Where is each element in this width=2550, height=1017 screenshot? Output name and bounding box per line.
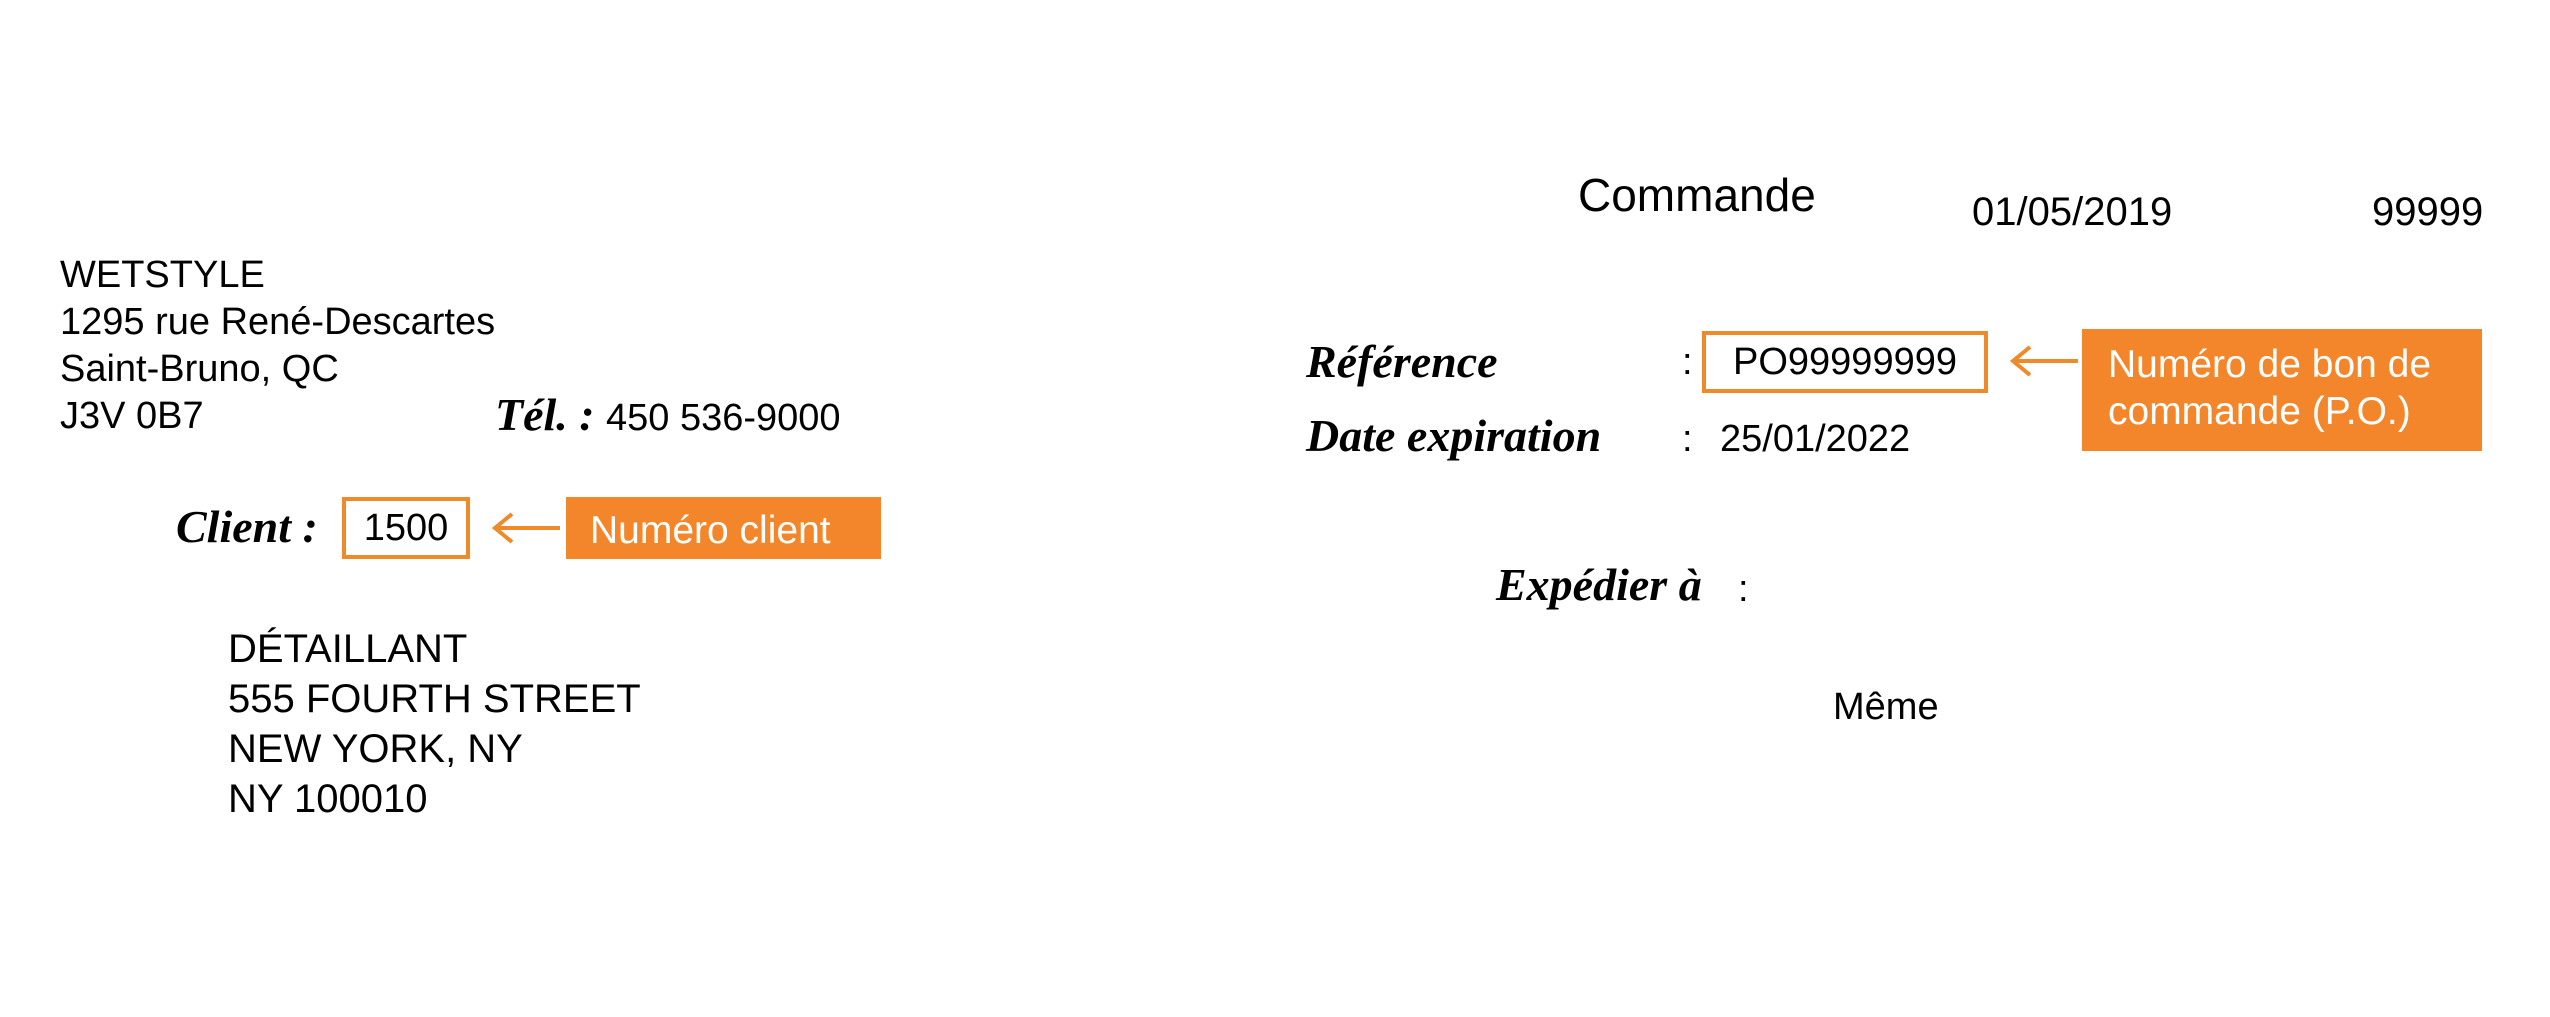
client-number-box: 1500: [342, 497, 470, 559]
expiration-value: 25/01/2022: [1720, 418, 1911, 460]
client-callout: Numéro client: [566, 497, 881, 559]
company-name: WETSTYLE: [60, 254, 265, 296]
retailer-street: 555 FOURTH STREET: [228, 677, 641, 721]
ship-to-colon: :: [1738, 568, 1749, 610]
client-number: 1500: [363, 506, 449, 549]
ship-to-value: Même: [1833, 686, 1939, 728]
order-date: 01/05/2019: [1972, 190, 2173, 234]
expiration-label: Date expiration: [1306, 410, 1602, 461]
retailer-postal: NY 100010: [228, 777, 428, 821]
reference-callout: Numéro de bon de commande (P.O.): [2082, 329, 2482, 451]
retailer-city: NEW YORK, NY: [228, 727, 523, 771]
retailer-address: DÉTAILLANT 555 FOURTH STREET NEW YORK, N…: [228, 624, 641, 824]
reference-colon: :: [1682, 341, 1693, 383]
client-callout-text: Numéro client: [590, 509, 831, 552]
document-title: Commande: [1578, 169, 1816, 221]
reference-box: PO99999999: [1702, 331, 1988, 393]
reference-label: Référence: [1306, 336, 1498, 387]
phone-label: Tél. :: [495, 389, 595, 440]
company-city: Saint-Bruno, QC: [60, 348, 339, 390]
reference-callout-line1: Numéro de bon de: [2108, 343, 2432, 386]
order-number: 99999: [2372, 190, 2484, 234]
phone-number: 450 536-9000: [606, 397, 841, 439]
reference-value: PO99999999: [1733, 340, 1957, 383]
client-arrow-icon: [491, 512, 560, 544]
company-address: WETSTYLE 1295 rue René-Descartes Saint-B…: [60, 252, 495, 440]
client-label: Client :: [176, 501, 318, 552]
company-street: 1295 rue René-Descartes: [60, 301, 496, 343]
reference-callout-line2: commande (P.O.): [2108, 390, 2411, 433]
ship-to-label: Expédier à: [1496, 559, 1702, 610]
retailer-name: DÉTAILLANT: [228, 627, 468, 671]
company-postal-code: J3V 0B7: [60, 395, 204, 437]
reference-arrow-icon: [2009, 345, 2078, 377]
expiration-colon: :: [1682, 418, 1693, 460]
